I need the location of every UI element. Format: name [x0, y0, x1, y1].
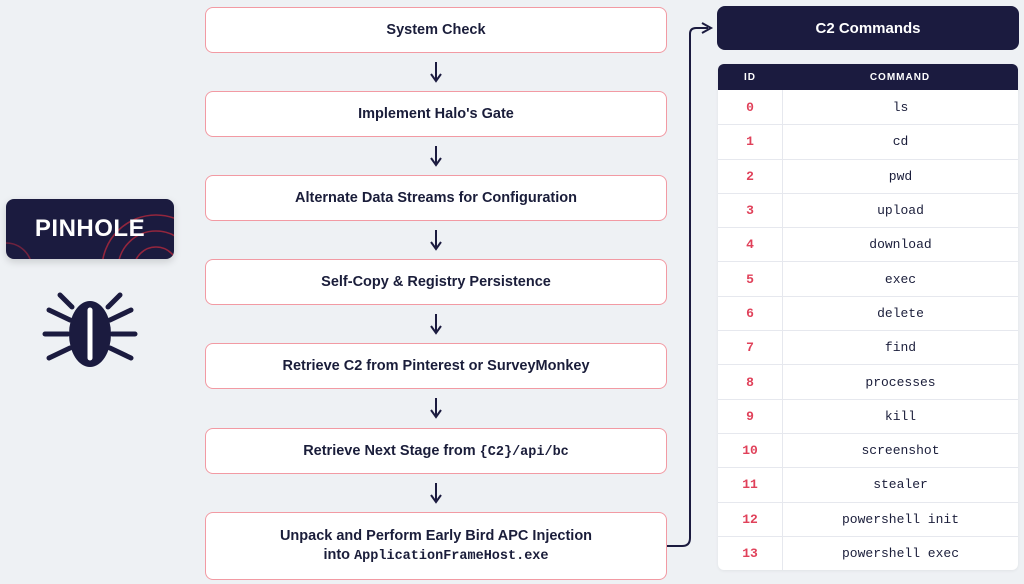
step-label: Alternate Data Streams for Configuration — [295, 190, 577, 206]
command-id: 2 — [718, 159, 783, 193]
table-row: 13 powershell exec — [718, 535, 1018, 571]
command-name: pwd — [888, 168, 913, 184]
arrow-down-icon — [430, 314, 442, 335]
c2-commands-title: C2 Commands — [717, 6, 1019, 50]
table-row: 10 screenshot — [718, 432, 1018, 468]
step-label-line2: into ApplicationFrameHost.exe — [323, 547, 548, 564]
table-row: 11 stealer — [718, 467, 1018, 502]
command-id: 7 — [718, 331, 783, 365]
table-row: 6 delete — [718, 295, 1018, 331]
concentric-rings-decoration — [6, 214, 174, 259]
table-row: 8 processes — [718, 364, 1018, 399]
command-name: cd — [892, 134, 909, 150]
table-row: 7 find — [718, 330, 1018, 365]
step-label-line1: Unpack and Perform Early Bird APC Inject… — [279, 528, 593, 544]
command-id: 0 — [718, 90, 783, 125]
command-name: upload — [877, 203, 924, 219]
command-name: ls — [892, 99, 909, 115]
table-header: ID COMMAND — [718, 64, 1018, 90]
step-self-copy-persistence: Self-Copy & Registry Persistence — [205, 259, 667, 305]
table-row: 4 download — [718, 227, 1018, 262]
step-label: Retrieve C2 from Pinterest or SurveyMonk… — [282, 358, 590, 374]
step-label-line2-code: ApplicationFrameHost.exe — [354, 549, 549, 564]
command-name: download — [869, 237, 932, 253]
command-id: 13 — [718, 536, 783, 571]
step-halos-gate: Implement Halo's Gate — [205, 91, 667, 137]
table-row: 5 exec — [718, 261, 1018, 296]
command-id: 4 — [718, 228, 783, 262]
step-label: Self-Copy & Registry Persistence — [321, 274, 551, 290]
c2-title-text: C2 Commands — [815, 19, 921, 37]
arrow-down-icon — [430, 62, 442, 83]
command-name: screenshot — [861, 443, 940, 459]
step-retrieve-next-stage: Retrieve Next Stage from {C2}/api/bc — [205, 428, 667, 474]
command-name: exec — [884, 271, 917, 287]
pinhole-title: PINHOLE — [34, 215, 146, 242]
command-id: 12 — [718, 502, 783, 536]
step-label-line2-prefix: into — [323, 547, 355, 563]
step-retrieve-c2: Retrieve C2 from Pinterest or SurveyMonk… — [205, 343, 667, 389]
step-label: System Check — [386, 22, 486, 38]
command-name: powershell init — [841, 511, 960, 527]
command-name: delete — [877, 305, 924, 321]
step-system-check: System Check — [205, 7, 667, 53]
table-row: 9 kill — [718, 398, 1018, 433]
step-label-code: {C2}/api/bc — [479, 444, 569, 460]
command-id: 11 — [718, 468, 783, 502]
command-id: 8 — [718, 365, 783, 399]
table-row: 1 cd — [718, 124, 1018, 159]
arrow-down-icon — [430, 230, 442, 251]
table-row: 0 ls — [718, 90, 1018, 125]
step-alternate-data-streams: Alternate Data Streams for Configuration — [205, 175, 667, 221]
command-id: 10 — [718, 433, 783, 468]
pinhole-badge: PINHOLE — [6, 199, 174, 259]
table-row: 2 pwd — [718, 158, 1018, 193]
column-header-id: ID — [744, 71, 756, 83]
arrow-down-icon — [430, 146, 442, 167]
command-name: find — [884, 340, 917, 356]
column-header-command: COMMAND — [869, 71, 931, 83]
arrow-down-icon — [430, 483, 442, 504]
step-label: Implement Halo's Gate — [358, 106, 514, 122]
table-body: 0 ls 1 cd 2 pwd 3 upload 4 download 5 exec 6 de… — [718, 90, 1018, 571]
command-name: powershell exec — [841, 546, 960, 561]
command-id: 5 — [718, 262, 783, 296]
table-row: 3 upload — [718, 192, 1018, 228]
command-name: stealer — [873, 477, 928, 493]
c2-commands-table: ID COMMAND 0 ls 1 cd 2 pwd 3 upload 4 downloa… — [718, 64, 1018, 571]
step-label-text: Retrieve Next Stage from — [303, 442, 480, 459]
command-id: 1 — [718, 125, 783, 159]
step-label: Retrieve Next Stage from {C2}/api/bc — [303, 443, 569, 460]
bug-icon — [42, 292, 138, 367]
table-row: 12 powershell init — [718, 501, 1018, 536]
command-id: 9 — [718, 399, 783, 433]
command-name: processes — [865, 374, 936, 390]
command-id: 6 — [718, 296, 783, 331]
command-id: 3 — [718, 193, 783, 228]
command-name: kill — [884, 408, 917, 424]
step-unpack-injection: Unpack and Perform Early Bird APC Inject… — [205, 512, 667, 580]
arrow-down-icon — [430, 398, 442, 419]
